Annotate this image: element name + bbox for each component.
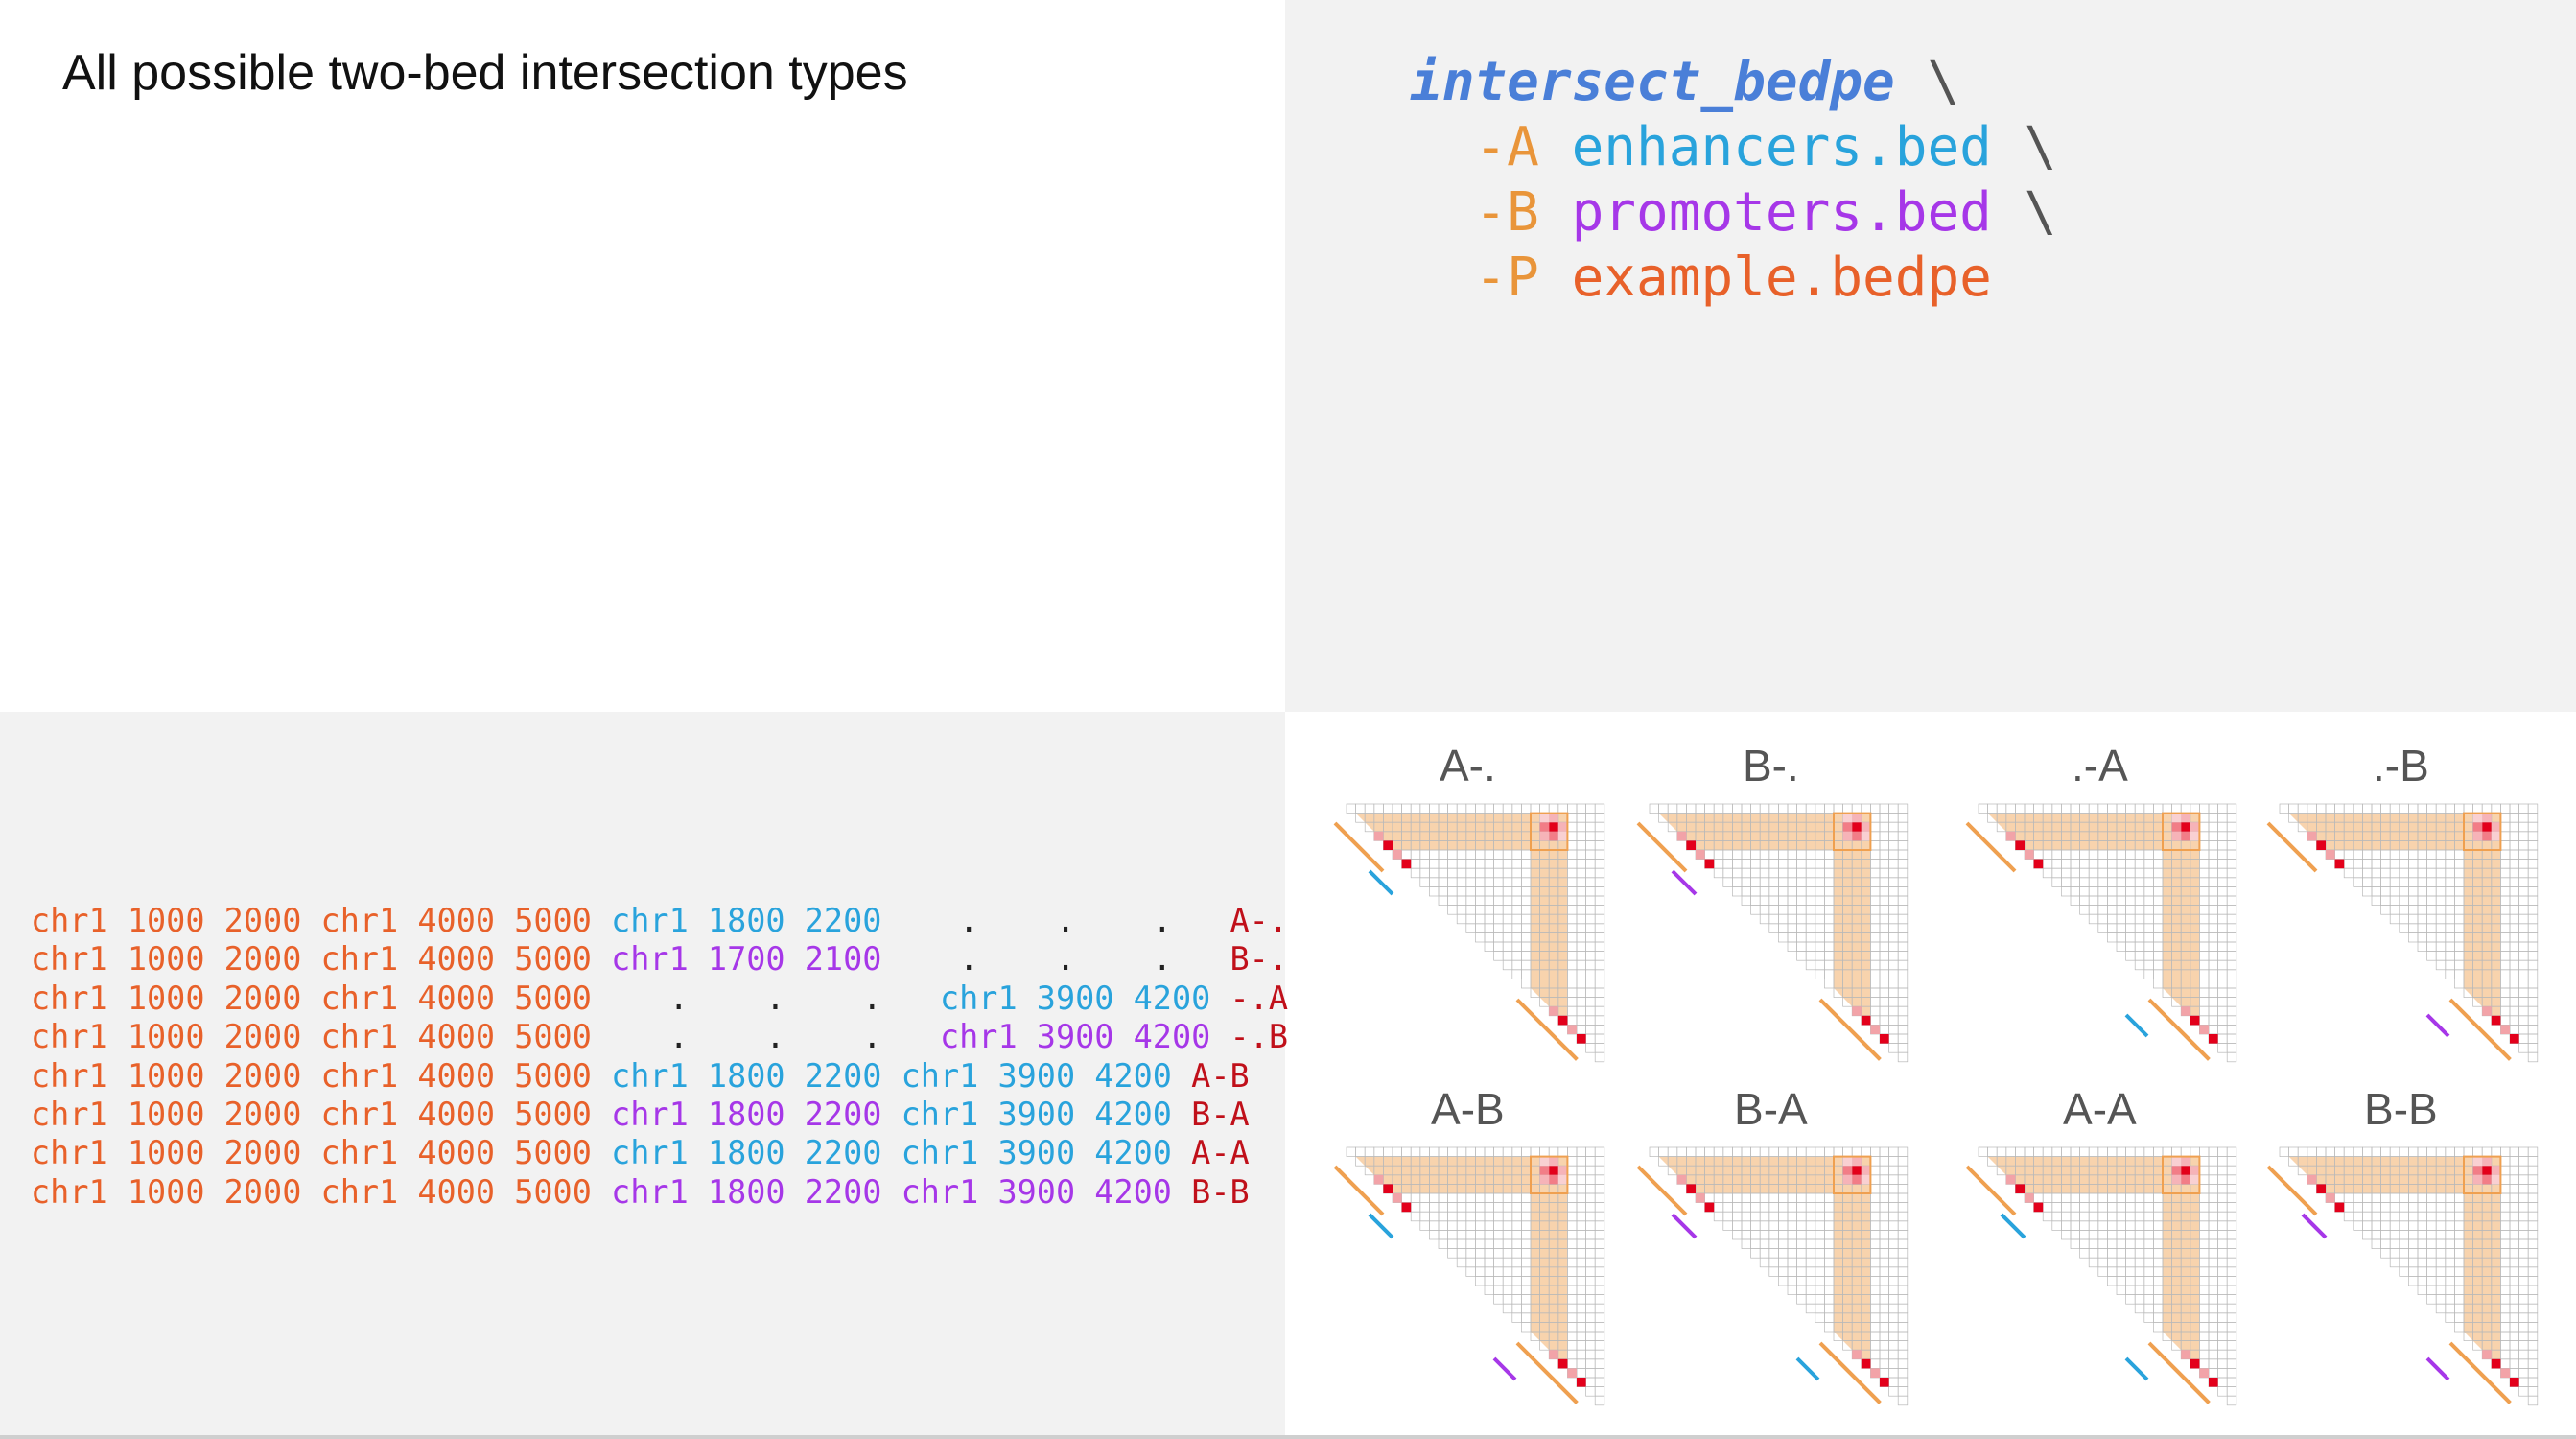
bedpe-table: chr1 1000 2000 chr1 4000 5000 chr1 1800 …	[31, 902, 1288, 1212]
table-cell: . . .	[611, 1018, 940, 1056]
table-cell: chr1 1000 2000 chr1 4000 5000	[31, 1056, 612, 1095]
arg-b-file: promoters.bed	[1571, 181, 1992, 244]
table-cell: chr1 3900 4200	[939, 979, 1211, 1017]
table-cell	[881, 1096, 901, 1133]
table-row: chr1 1000 2000 chr1 4000 5000 chr1 1800 …	[31, 1096, 1288, 1134]
arg-a-file: enhancers.bed	[1571, 116, 1992, 178]
table-cell: chr1 1000 2000 chr1 4000 5000	[31, 902, 612, 939]
arg-a-backslash: \	[2024, 116, 2057, 178]
table-row: chr1 1000 2000 chr1 4000 5000 chr1 1800 …	[31, 1134, 1288, 1172]
table-cell: chr1 3900 4200	[901, 1134, 1172, 1172]
command-backslash: \	[1927, 51, 1960, 113]
table-cell: chr1 3900 4200	[901, 1056, 1172, 1095]
arg-p-file: example.bedpe	[1571, 247, 1992, 309]
table-cell	[1172, 1057, 1191, 1095]
command-panel	[1285, 0, 2576, 712]
table-cell	[1172, 1134, 1191, 1171]
table-cell: . . .	[881, 940, 1230, 979]
diagram-panel	[1285, 712, 2576, 1439]
bottom-divider	[0, 1435, 2576, 1439]
table-cell: . . .	[611, 979, 940, 1017]
table-cell: chr1 1000 2000 chr1 4000 5000	[31, 940, 612, 979]
arg-b-backslash: \	[2024, 181, 2057, 244]
table-cell: chr1 1000 2000 chr1 4000 5000	[31, 1134, 612, 1172]
intersection-type-label: -.B	[1229, 1018, 1288, 1056]
command-name: intersect_bedpe	[1410, 51, 1895, 113]
table-row: chr1 1000 2000 chr1 4000 5000 chr1 1800 …	[31, 1057, 1288, 1096]
table-row: chr1 1000 2000 chr1 4000 5000 chr1 1700 …	[31, 940, 1288, 979]
intersection-type-label: A-.	[1229, 902, 1288, 939]
table-row: chr1 1000 2000 chr1 4000 5000 chr1 1800 …	[31, 902, 1288, 940]
title-panel	[0, 0, 1285, 712]
flag-b: -B	[1474, 181, 1539, 244]
table-cell: chr1 1800 2200	[611, 1095, 882, 1133]
intersection-type-label: B-A	[1191, 1095, 1250, 1133]
table-cell: chr1 3900 4200	[901, 1172, 1172, 1211]
table-cell	[1172, 1096, 1191, 1133]
intersection-type-label: A-A	[1191, 1134, 1250, 1172]
table-cell: chr1 3900 4200	[939, 1018, 1211, 1056]
intersection-type-label: B-B	[1191, 1172, 1250, 1211]
table-cell	[881, 1057, 901, 1095]
command-block: intersect_bedpe \ -A enhancers.bed \ -B …	[1410, 50, 2056, 311]
page-title: All possible two-bed intersection types	[62, 45, 908, 101]
table-row: chr1 1000 2000 chr1 4000 5000 chr1 1800 …	[31, 1173, 1288, 1212]
bedpe-table-panel	[0, 712, 1285, 1439]
table-cell	[881, 1173, 901, 1211]
table-cell	[1210, 979, 1229, 1017]
table-cell	[1172, 1173, 1191, 1211]
table-cell: chr1 3900 4200	[901, 1095, 1172, 1133]
table-cell: chr1 1800 2200	[611, 1056, 882, 1095]
intersection-type-label: A-B	[1191, 1056, 1250, 1095]
table-cell: . . .	[881, 902, 1230, 939]
flag-p: -P	[1474, 247, 1539, 309]
table-row: chr1 1000 2000 chr1 4000 5000 . . . chr1…	[31, 1018, 1288, 1056]
intersection-type-label: B-.	[1229, 940, 1288, 979]
intersection-type-label: -.A	[1229, 979, 1288, 1017]
table-cell: chr1 1800 2200	[611, 1172, 882, 1211]
table-cell: chr1 1800 2200	[611, 1134, 882, 1172]
flag-a: -A	[1474, 116, 1539, 178]
table-cell: chr1 1000 2000 chr1 4000 5000	[31, 1172, 612, 1211]
table-cell	[881, 1134, 901, 1171]
table-cell	[1210, 1018, 1229, 1055]
table-cell: chr1 1000 2000 chr1 4000 5000	[31, 979, 612, 1017]
table-row: chr1 1000 2000 chr1 4000 5000 . . . chr1…	[31, 979, 1288, 1018]
table-cell: chr1 1800 2200	[611, 902, 882, 939]
table-cell: chr1 1700 2100	[611, 940, 882, 979]
table-cell: chr1 1000 2000 chr1 4000 5000	[31, 1018, 612, 1056]
table-cell: chr1 1000 2000 chr1 4000 5000	[31, 1095, 612, 1133]
